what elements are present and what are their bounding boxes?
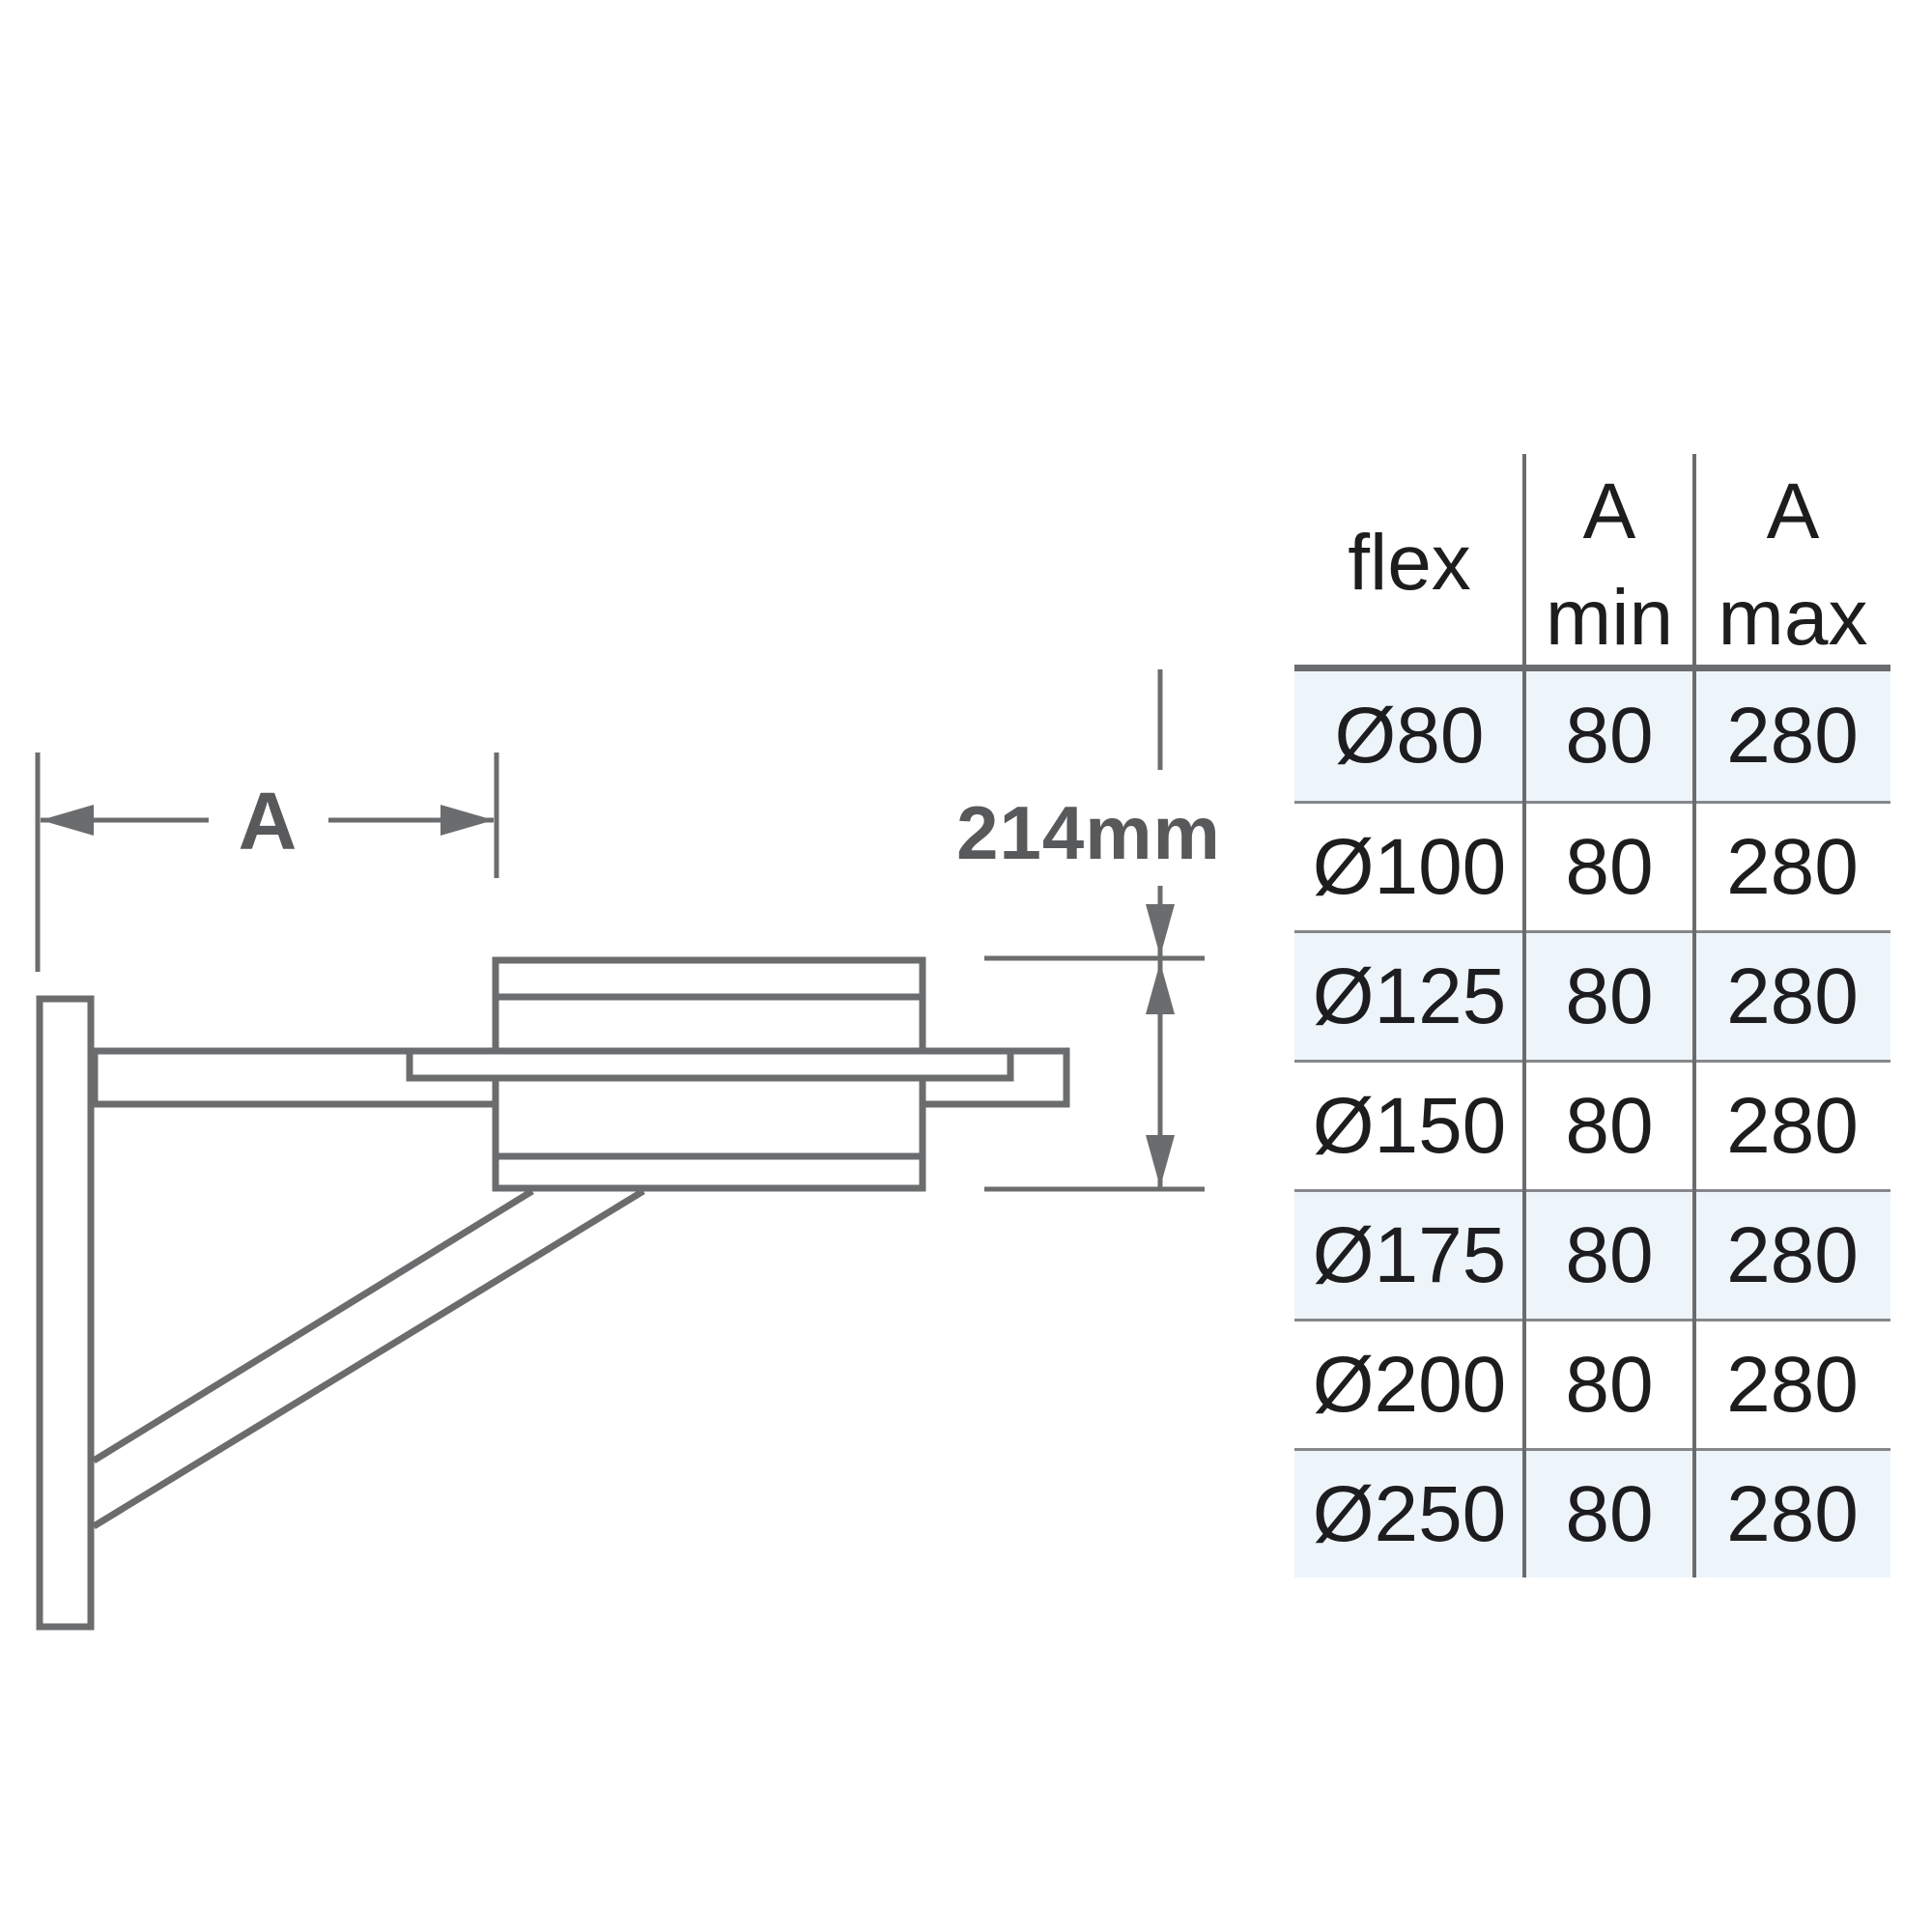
a-max-cell: 280 [1726,1081,1859,1170]
wall-plate [36,995,95,1631]
a-max-cell: 280 [1726,952,1859,1040]
dim-h-top-arrowhead-icon [1146,962,1175,1014]
header-a-min-line2: min [1545,574,1674,662]
header-a-max-line2: max [1718,574,1868,662]
a-max-cell: 280 [1726,1469,1859,1558]
a-min-cell: 80 [1565,1081,1654,1170]
a-min-cell: 80 [1565,1340,1654,1429]
flex-cell: Ø175 [1312,1210,1507,1299]
flex-cell: Ø150 [1312,1081,1507,1170]
table-row: Ø200 80 280 [1294,1319,1890,1448]
table-column-divider-2 [1692,454,1696,1577]
a-max-cell: 280 [1726,692,1859,780]
flex-cell: Ø100 [1312,822,1507,911]
table-row: Ø100 80 280 [1294,801,1890,930]
a-max-cell: 280 [1726,822,1859,911]
table-row: Ø125 80 280 [1294,930,1890,1060]
table-row: Ø175 80 280 [1294,1189,1890,1319]
flex-cell: Ø125 [1312,952,1507,1040]
a-max-cell: 280 [1726,1340,1859,1429]
a-min-cell: 80 [1565,692,1654,780]
table-column-divider-1 [1522,454,1526,1577]
table-row: Ø250 80 280 [1294,1448,1890,1577]
a-max-cell: 280 [1726,1210,1859,1299]
header-flex: flex [1348,519,1471,607]
flex-cell: Ø200 [1312,1340,1507,1429]
table-row: Ø80 80 280 [1294,671,1890,801]
a-min-cell: 80 [1565,952,1654,1040]
dimension-height: 214mm [956,669,1221,1192]
table-body: Ø80 80 280 Ø100 80 280 Ø125 80 280 Ø150 … [1294,671,1890,1577]
dimension-a: A [35,753,499,972]
dim-h-leader-arrowhead-icon [1146,904,1175,956]
dim-a-label: A [239,776,298,867]
dim-h-bottom-arrowhead-icon [1146,1135,1175,1187]
header-a-min-line1: A [1582,468,1636,555]
a-min-cell: 80 [1565,1210,1654,1299]
clamp-band [406,1047,1014,1082]
dim-height-label: 214mm [956,790,1221,875]
a-min-cell: 80 [1565,822,1654,911]
table-header-rule [1294,665,1890,671]
a-min-cell: 80 [1565,1469,1654,1558]
dim-a-right-arrowhead-icon [440,805,494,836]
table-row: Ø150 80 280 [1294,1060,1890,1189]
dim-a-left-arrowhead-icon [41,805,94,836]
header-a-max-line1: A [1766,468,1820,555]
diagonal-brace [92,1188,645,1529]
flex-cell: Ø250 [1312,1469,1507,1558]
flex-cell: Ø80 [1334,692,1485,780]
